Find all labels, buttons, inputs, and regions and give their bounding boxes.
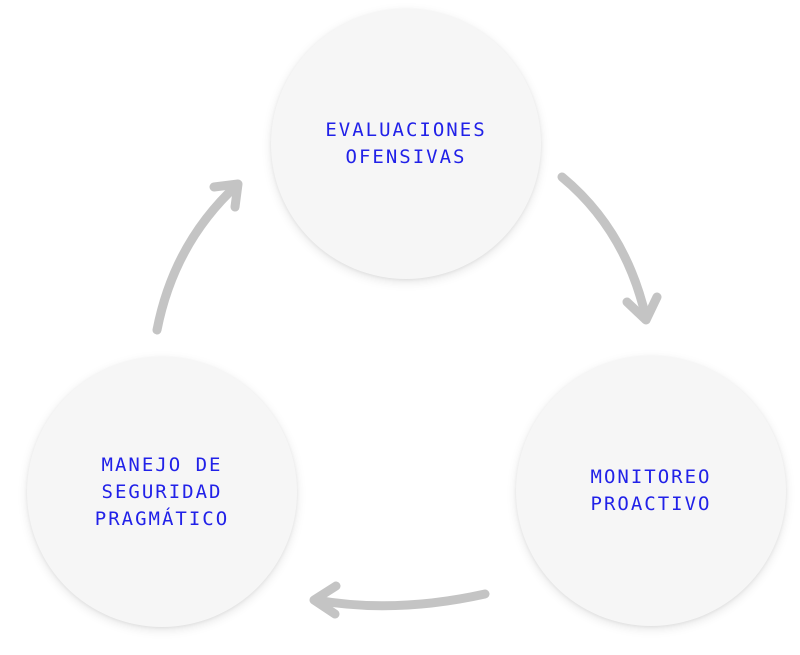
node-evaluaciones-ofensivas: EVALUACIONES OFENSIVAS	[271, 9, 541, 279]
node-label-top: EVALUACIONES OFENSIVAS	[325, 119, 487, 168]
node-label-left: MANEJO DE SEGURIDAD PRAGMÁTICO	[94, 453, 230, 530]
arrow-top-to-right	[557, 172, 662, 325]
node-monitoreo-proactivo: MONITOREO PROACTIVO	[516, 356, 786, 626]
arrow-right-to-left	[309, 581, 490, 619]
node-manejo-de-seguridad: MANEJO DE SEGURIDAD PRAGMÁTICO	[27, 357, 297, 627]
node-label-right: MONITOREO PROACTIVO	[590, 466, 712, 515]
arrow-left-to-top	[152, 179, 243, 335]
